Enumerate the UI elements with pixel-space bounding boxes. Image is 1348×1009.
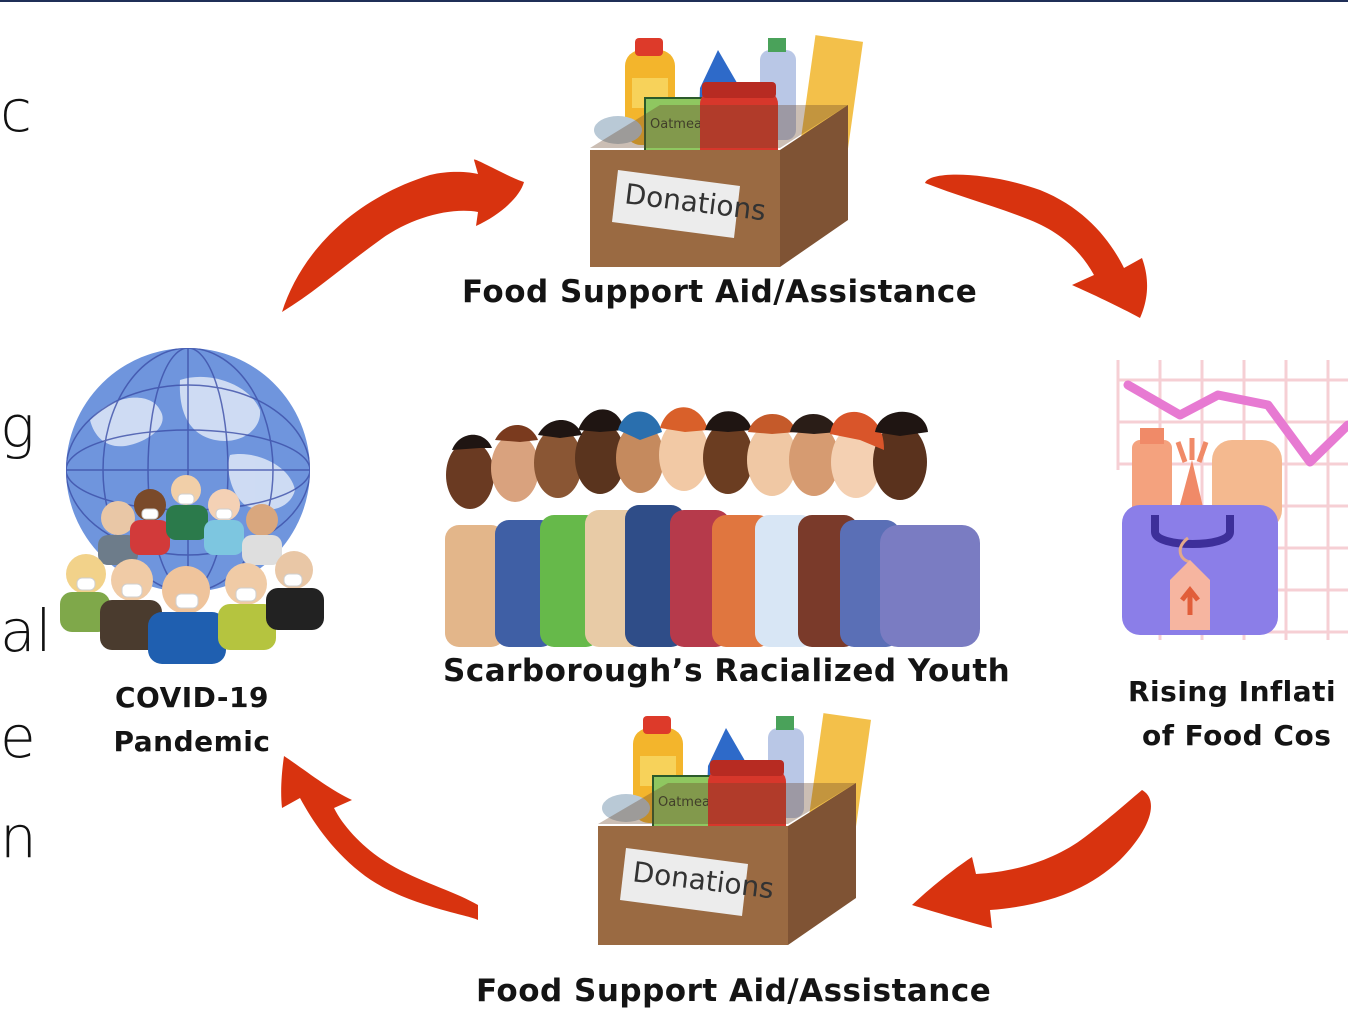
arrow-covid-to-top-box — [282, 159, 524, 312]
center-label: Scarborough’s Racialized Youth — [443, 653, 1011, 689]
arrow-bottom-box-to-covid — [281, 756, 478, 920]
covid-label-line2: Pandemic — [113, 725, 271, 758]
arrow-top-box-to-inflation — [925, 174, 1148, 318]
top-box-label: Food Support Aid/Assistance — [462, 274, 978, 310]
covid-label-line1: COVID-19 — [114, 681, 270, 714]
top-donation-box-illustration: Oatmeal Donations — [590, 35, 864, 267]
top-border — [0, 0, 1348, 2]
left-text-fragment-2: g — [0, 393, 35, 461]
bottom-donation-box-illustration: Oatmeal Donations — [598, 713, 872, 945]
arrow-inflation-to-bottom-box — [912, 790, 1151, 928]
racialized-youth-illustration — [445, 407, 980, 647]
oatmeal-label-top: Oatmeal — [650, 117, 706, 132]
rising-inflation-illustration — [1116, 360, 1348, 640]
left-text-fragment-4: e — [0, 703, 36, 771]
left-text-fragment-1: c — [0, 77, 32, 145]
oatmeal-label-bottom: Oatmeal — [658, 795, 714, 810]
inflation-label-line2: of Food Cos — [1142, 719, 1332, 752]
covid-label: COVID-19 Pandemic — [110, 676, 274, 764]
inflation-label: Rising Inflati of Food Cos — [1128, 670, 1336, 758]
inflation-label-line1: Rising Inflati — [1128, 675, 1337, 708]
left-text-fragment-5: n — [0, 803, 37, 871]
globe-people-illustration — [60, 348, 324, 664]
bottom-box-label: Food Support Aid/Assistance — [476, 973, 992, 1009]
left-text-fragment-3: al — [0, 597, 52, 665]
